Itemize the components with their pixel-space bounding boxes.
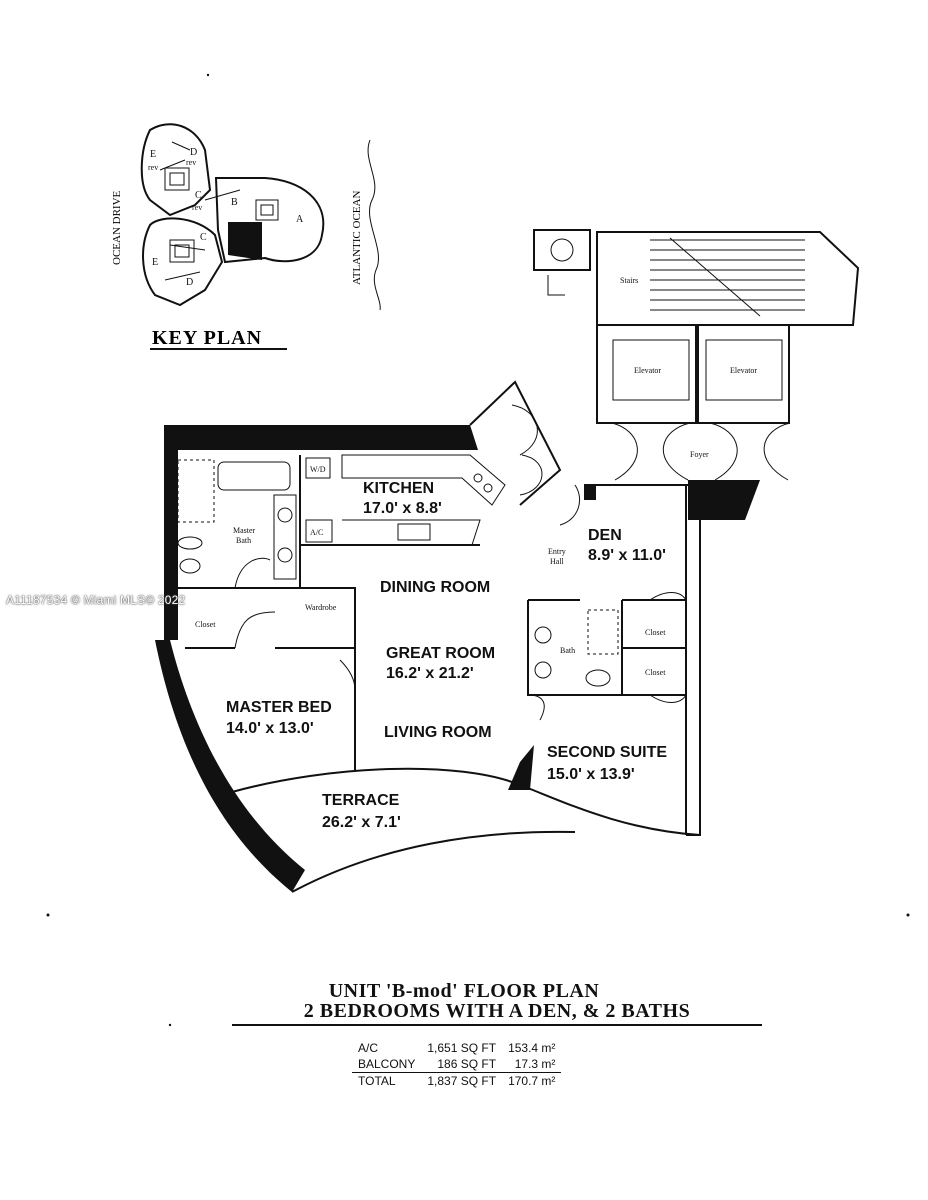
unit-walls: W/D A/C Master Bath Closet Wardrobe Entr… xyxy=(155,380,701,893)
master-bed-name: MASTER BED xyxy=(226,699,332,716)
area-row-total: TOTAL 1,837 SQ FT 170.7 m² xyxy=(352,1073,561,1090)
area-row-ac: A/C 1,651 SQ FT 153.4 m² xyxy=(352,1040,561,1056)
master-bed-dims: 14.0' x 13.0' xyxy=(226,720,314,737)
key-plan: E D B A C C E D rev rev rev OCEAN DRIVE … xyxy=(111,123,381,350)
closet-label-1: Closet xyxy=(645,628,666,637)
entry-hall-label-1: Entry xyxy=(548,547,566,556)
master-closet-label: Closet xyxy=(195,620,216,629)
key-street-label: OCEAN DRIVE xyxy=(111,190,123,265)
room-labels: KITCHEN 17.0' x 8.8' DEN 8.9' x 11.0' DI… xyxy=(226,480,667,831)
dining-room-name: DINING ROOM xyxy=(380,579,490,596)
mls-watermark: A11187534 © Miami MLS© 2022 xyxy=(6,593,186,607)
master-bath-label-1: Master xyxy=(233,526,256,535)
second-suite-name: SECOND SUITE xyxy=(547,744,667,761)
area-m2: 170.7 m² xyxy=(508,1074,556,1088)
master-bath-label-2: Bath xyxy=(236,536,251,545)
second-suite-dims: 15.0' x 13.9' xyxy=(547,766,635,783)
key-ocean-label: ATLANTIC OCEAN xyxy=(351,191,363,285)
area-m2: 17.3 m² xyxy=(502,1056,562,1073)
area-m2: 153.4 m² xyxy=(508,1041,556,1055)
second-bath-label: Bath xyxy=(560,646,575,655)
terrace-name: TERRACE xyxy=(322,792,400,809)
kitchen-name: KITCHEN xyxy=(363,480,434,497)
area-table: A/C 1,651 SQ FT 153.4 m² BALCONY 186 SQ … xyxy=(352,1040,562,1090)
plan-subtitle: 2 BEDROOMS WITH A DEN, & 2 BATHS xyxy=(232,1000,762,1026)
entry-hall-label-2: Hall xyxy=(550,557,565,566)
area-sqft: 1,837 SQ FT xyxy=(427,1074,497,1088)
elevator-label-2: Elevator xyxy=(730,366,757,375)
ac-label: A/C xyxy=(310,528,323,537)
key-plan-title: KEY PLAN xyxy=(152,327,262,349)
area-label: BALCONY xyxy=(352,1056,422,1073)
key-unit-e-bottom: E xyxy=(152,257,158,268)
terrace-dims: 26.2' x 7.1' xyxy=(322,814,401,831)
key-unit-b: B xyxy=(231,197,238,208)
elevator-label-1: Elevator xyxy=(634,366,661,375)
key-rev-1: rev xyxy=(186,158,196,167)
area-sqft: 1,651 SQ FT xyxy=(427,1041,497,1055)
kitchen-dims: 17.0' x 8.8' xyxy=(363,500,442,517)
wd-label: W/D xyxy=(310,465,326,474)
key-unit-d-top: D xyxy=(190,147,197,158)
key-unit-d-bottom: D xyxy=(186,277,193,288)
great-room-dims: 16.2' x 21.2' xyxy=(386,665,474,682)
key-rev-2: rev xyxy=(148,163,158,172)
plan-title: UNIT 'B-mod' FLOOR PLAN xyxy=(328,980,600,1002)
den-name: DEN xyxy=(588,527,622,544)
area-row-balcony: BALCONY 186 SQ FT 17.3 m² xyxy=(352,1056,562,1073)
area-sqft: 186 SQ FT xyxy=(421,1056,503,1073)
closet-label-2: Closet xyxy=(645,668,666,677)
key-unit-e-top: E xyxy=(150,149,156,160)
key-unit-c-bottom: C xyxy=(200,232,207,243)
key-unit-a: A xyxy=(296,214,304,225)
stairs-label: Stairs xyxy=(620,276,638,285)
living-room-name: LIVING ROOM xyxy=(384,724,492,741)
den-dims: 8.9' x 11.0' xyxy=(588,547,666,564)
great-room-name: GREAT ROOM xyxy=(386,645,495,662)
foyer-label: Foyer xyxy=(690,450,709,459)
building-core: Stairs Elevator Elevator Foyer xyxy=(533,229,860,520)
wardrobe-label: Wardrobe xyxy=(305,603,337,612)
key-unit-c-top: C xyxy=(195,190,202,201)
area-label: TOTAL xyxy=(358,1074,396,1088)
key-rev-3: rev xyxy=(192,203,202,212)
area-label: A/C xyxy=(358,1041,379,1055)
